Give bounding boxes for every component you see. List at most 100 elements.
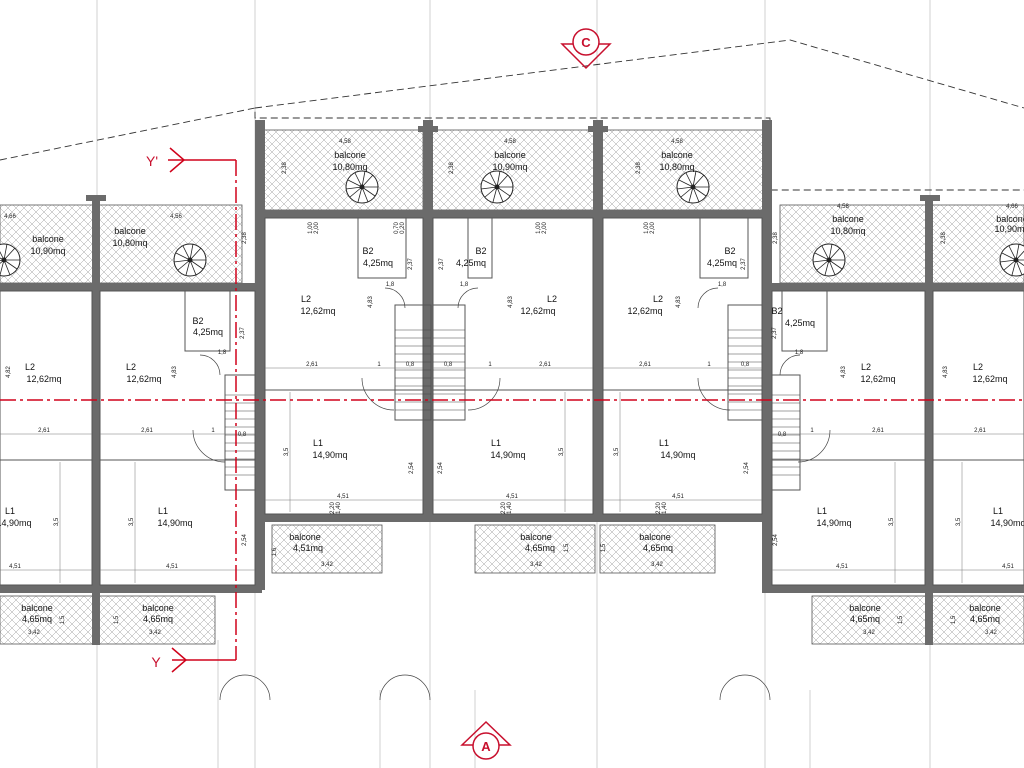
dim-label: 4,58 [837, 204, 849, 210]
dim-label: 2,61 [38, 428, 50, 434]
room-name: L1 [158, 506, 168, 516]
dim-label: 2,37 [741, 258, 747, 270]
dim-label: 1,5 [60, 615, 66, 624]
room-area: 4,65mq [143, 614, 173, 624]
interior-lines [0, 217, 1024, 586]
room-name: B2 [724, 246, 735, 256]
dim-label: 4,82 [6, 366, 12, 378]
dim-label: 1,8 [218, 350, 227, 356]
dim-label: 4,58 [339, 139, 351, 145]
dim-label: 2,54 [438, 462, 444, 474]
dim-label: 2,38 [242, 232, 248, 244]
dim-label: 4,83 [508, 296, 514, 308]
dim-label: 3,42 [28, 630, 40, 636]
room-area: 10,80mq [659, 162, 694, 172]
marker-a: A [460, 720, 512, 760]
dim-label: 1,5 [114, 615, 120, 624]
marker-a-label: A [481, 739, 491, 754]
dim-label: 2,37 [772, 327, 778, 339]
balcony-hatch [0, 129, 1024, 645]
room-name: balcone [32, 234, 64, 244]
room-area: 10,90mq [994, 224, 1024, 234]
room-name: L1 [817, 506, 827, 516]
dim-label: 4,51 [836, 564, 848, 570]
room-name: balcone [661, 150, 693, 160]
dim-label: 2,61 [872, 428, 884, 434]
dim-label: 4,83 [841, 366, 847, 378]
room-area: 12,62mq [627, 306, 662, 316]
room-area: 10,80mq [332, 162, 367, 172]
room-area: 4,25mq [193, 327, 223, 337]
dim-label: 1 [810, 428, 814, 434]
dim-label: 1 [377, 362, 381, 368]
dim-label: 2,61 [141, 428, 153, 434]
room-name: L2 [301, 294, 311, 304]
dim-label: 3,42 [321, 562, 333, 568]
dim-label: 1,8 [718, 282, 727, 288]
dim-label: 4,51 [672, 494, 684, 500]
dim-label: 4,58 [671, 139, 683, 145]
room-area: 4,65mq [970, 614, 1000, 624]
dim-label: 1 [488, 362, 492, 368]
dim-label: 4,83 [943, 366, 949, 378]
room-area: 14,90mq [157, 518, 192, 528]
dim-label: 3,42 [985, 630, 997, 636]
dim-label: 2,00 [542, 222, 548, 234]
dim-label: 4,66 [1006, 204, 1018, 210]
dim-label: 4,51 [1002, 564, 1014, 570]
section-line [0, 147, 1024, 673]
room-name: balcone [494, 150, 526, 160]
room-name: balcone [639, 532, 671, 542]
dim-label: 1,40 [336, 502, 342, 514]
dim-label: 4,83 [368, 296, 374, 308]
marker-c-label: C [581, 35, 591, 50]
dim-label: 3,5 [129, 517, 135, 526]
dim-label: 0,8 [444, 362, 453, 368]
room-name: L1 [491, 438, 501, 448]
room-name: B2 [475, 246, 486, 256]
room-area: 12,62mq [300, 306, 335, 316]
dim-label: 2,38 [941, 232, 947, 244]
room-name: balcone [289, 532, 321, 542]
dim-label: 0,20 [400, 222, 406, 234]
room-area: 14,90mq [816, 518, 851, 528]
dim-label: 1,8 [386, 282, 395, 288]
room-area: 12,62mq [520, 306, 555, 316]
dim-label: 0,70 [394, 222, 400, 234]
room-name: L1 [993, 506, 1003, 516]
dim-label: 3,42 [651, 562, 663, 568]
dim-label: 1,40 [662, 502, 668, 514]
room-area: 4,65mq [22, 614, 52, 624]
room-area: 4,25mq [707, 258, 737, 268]
room-area: 14,90mq [0, 518, 32, 528]
dim-label: 1,40 [507, 502, 513, 514]
dim-label: 2,37 [439, 258, 445, 270]
room-area: 14,90mq [990, 518, 1024, 528]
room-name: balcone [969, 603, 1001, 613]
room-name: L1 [313, 438, 323, 448]
dim-label: 4,51 [506, 494, 518, 500]
room-area: 4,65mq [643, 543, 673, 553]
dim-label: 2,61 [539, 362, 551, 368]
room-name: B2 [771, 306, 782, 316]
room-name: balcone [334, 150, 366, 160]
dim-label: 4,58 [504, 139, 516, 145]
room-name: L2 [25, 362, 35, 372]
dim-label: 2,54 [242, 534, 248, 546]
dim-label: 2,38 [282, 162, 288, 174]
dim-label: 2,61 [974, 428, 986, 434]
dim-label: 4,51 [337, 494, 349, 500]
room-area: 4,25mq [785, 318, 815, 328]
room-name: B2 [362, 246, 373, 256]
dim-label: 2,54 [773, 534, 779, 546]
dim-label: 1,00 [644, 222, 650, 234]
marker-c: C [560, 28, 612, 70]
dim-label: 2,38 [636, 162, 642, 174]
room-area: 4,65mq [850, 614, 880, 624]
room-name: balcone [142, 603, 174, 613]
dim-label: 2,61 [306, 362, 318, 368]
dim-label: 2,20 [656, 502, 662, 514]
dim-label: 2,00 [650, 222, 656, 234]
dim-label: 3,5 [559, 447, 565, 456]
